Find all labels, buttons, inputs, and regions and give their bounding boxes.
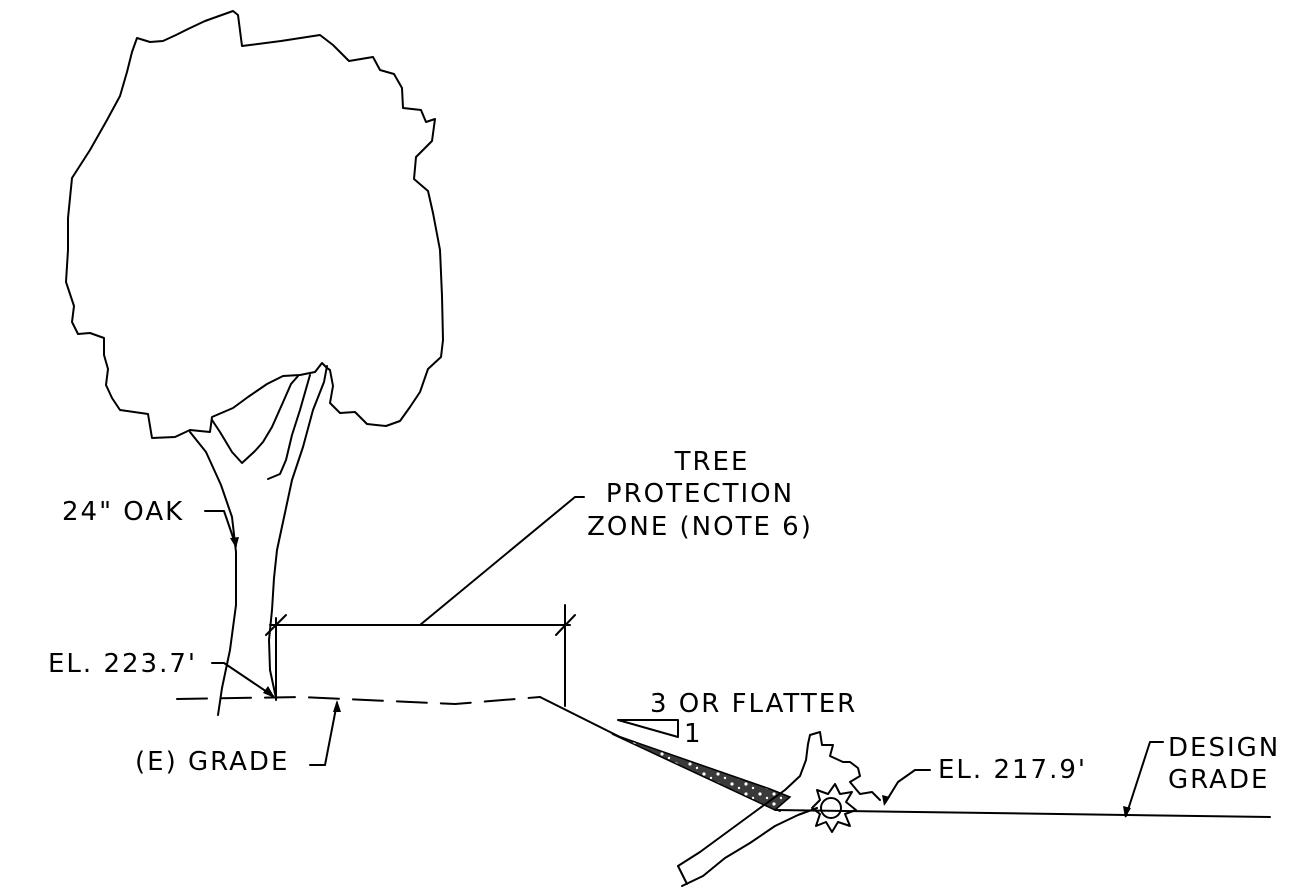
tpz-leader bbox=[419, 496, 585, 626]
existing-grade-label: (E) GRADE bbox=[135, 747, 289, 777]
tpz-label-line2: PROTECTION bbox=[606, 479, 794, 509]
tree-canopy bbox=[65, 10, 444, 439]
slope-ratio-rise: 1 bbox=[684, 719, 703, 749]
tree-branch bbox=[268, 365, 328, 699]
design-grade-leader bbox=[1125, 741, 1164, 817]
el-top-leader-arrow bbox=[263, 686, 275, 698]
slope-ratio-run: 3 OR FLATTER bbox=[650, 689, 857, 719]
design-grade-line bbox=[774, 809, 1271, 818]
tpz-label-line3: ZONE (NOTE 6) bbox=[587, 512, 813, 542]
tree-trunk-left bbox=[189, 431, 237, 716]
existing-grade-line bbox=[176, 696, 541, 705]
el-bottom-label: EL. 217.9' bbox=[938, 755, 1087, 785]
design-grade-leader-arrow bbox=[1123, 806, 1131, 818]
el-bottom-leader-arrow bbox=[882, 795, 890, 806]
slope-triangle bbox=[617, 719, 679, 738]
root-ball-icon bbox=[811, 783, 857, 833]
existing-grade-leader bbox=[309, 702, 338, 766]
oak-leader-arrow bbox=[230, 537, 239, 548]
design-grade-label-line2: GRADE bbox=[1168, 765, 1269, 795]
tpz-right-tick bbox=[555, 614, 576, 636]
el-top-label: EL. 223.7' bbox=[48, 649, 197, 679]
stump-base bbox=[677, 865, 688, 885]
design-grade-label-line1: DESIGN bbox=[1168, 733, 1280, 763]
tpz-left-tick bbox=[265, 614, 287, 636]
tree-trunk-right bbox=[211, 375, 299, 464]
tree-size-label: 24" OAK bbox=[62, 497, 184, 527]
el-bottom-leader bbox=[884, 769, 931, 804]
slope-fill-hatch bbox=[611, 733, 792, 811]
oak-leader bbox=[204, 510, 237, 547]
stump-trunk-lower bbox=[681, 807, 818, 887]
tpz-label-line1: TREE bbox=[674, 447, 750, 477]
stump-trunk bbox=[677, 731, 881, 867]
existing-grade-leader-arrow bbox=[333, 700, 341, 712]
tree-branch-2 bbox=[267, 374, 311, 480]
el-top-leader bbox=[211, 662, 274, 697]
